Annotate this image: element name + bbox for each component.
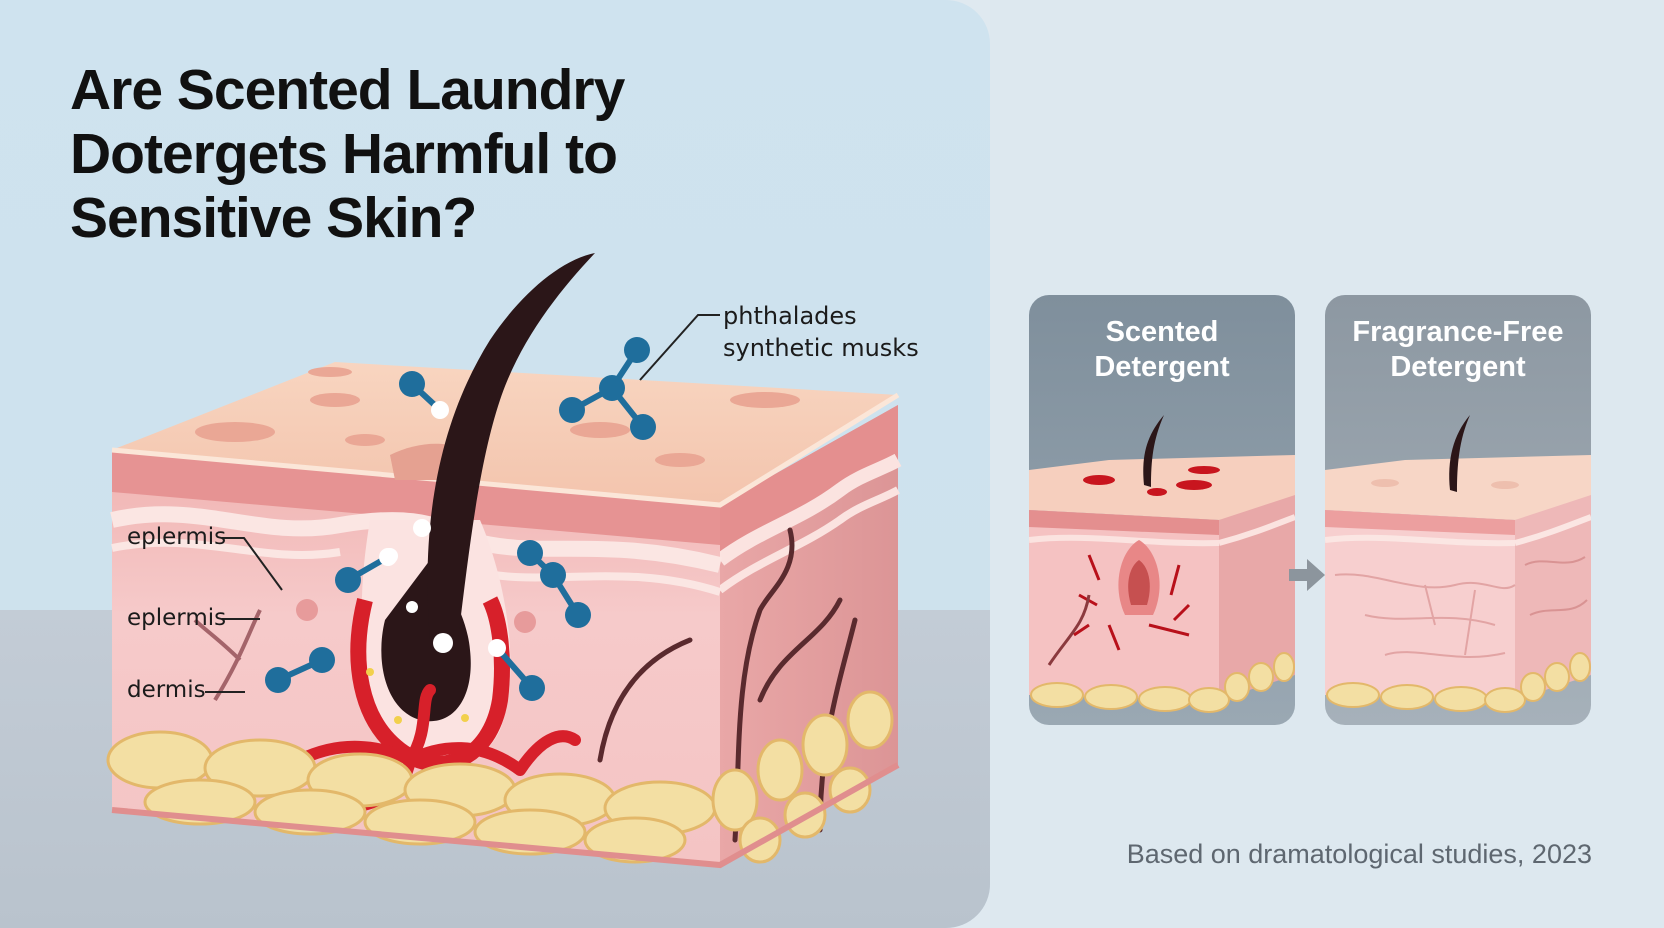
cell-spot (296, 599, 318, 621)
layer-label-epidermis-2: eplermis (127, 605, 227, 631)
hair-shaft (427, 253, 595, 640)
particle-dot (413, 519, 431, 537)
fragrance-molecule (488, 639, 545, 701)
arrow-right-icon (1289, 559, 1325, 591)
front-epidermis-band (112, 450, 720, 545)
fragrance-free-title-line-1: Fragrance-Free (1352, 316, 1564, 348)
side-epidermis-band (720, 405, 898, 560)
chemicals-leader-line (639, 314, 720, 381)
fragrance-molecule (517, 540, 591, 628)
title-line-2: Dotergets Harmful to (70, 122, 618, 186)
title-line-3: Sensitive Skin? (70, 186, 477, 250)
layer-1-leader-line (222, 537, 283, 591)
fragrance-molecule (559, 337, 656, 440)
irritated-skin-sample (1029, 415, 1295, 713)
side-wavy-layer (715, 453, 902, 566)
cell-dot (394, 716, 402, 724)
fragrance-molecule (265, 647, 335, 693)
chemicals-line-1: phthalades (723, 302, 857, 330)
skin-top-surface (112, 362, 898, 505)
pore-spot (730, 392, 800, 408)
nerve-lines-left (193, 609, 262, 702)
particle-dot (433, 633, 453, 653)
page-title: Are Scented Laundry Dotergets Harmful to… (70, 58, 750, 250)
cell-dot (461, 714, 469, 722)
pore-spot (308, 367, 352, 377)
pore-spot (195, 422, 275, 442)
fragrance-free-title-line-2: Detergent (1390, 351, 1526, 383)
bottom-edge (111, 762, 900, 869)
scented-detergent-panel: Scented Detergent (1029, 295, 1295, 725)
fragrance-molecule (335, 548, 397, 593)
pore-spot (655, 453, 705, 467)
chemicals-line-2: synthetic musks (723, 334, 919, 362)
top-edge-highlight (111, 392, 900, 508)
nerve-lines (597, 527, 858, 843)
pore-spot (310, 393, 360, 407)
scented-title-line-2: Detergent (1094, 351, 1230, 383)
pore-spot (570, 422, 630, 438)
cell-spot (514, 611, 536, 633)
source-citation: Based on dramatological studies, 2023 (1126, 839, 1592, 869)
skin-cross-section (106, 253, 902, 869)
layer-label-dermis: dermis (127, 677, 206, 703)
layer-label-epidermis-1: eplermis (127, 524, 227, 550)
scented-panel-title: Scented Detergent (1029, 315, 1295, 385)
fragrance-free-detergent-panel: Fragrance-Free Detergent (1325, 295, 1591, 725)
scented-title-line-1: Scented (1105, 316, 1219, 348)
title-line-1: Are Scented Laundry (70, 58, 625, 122)
particle-dot (406, 601, 418, 613)
side-wavy-layer-2 (717, 486, 900, 594)
fragrance-molecule (399, 371, 449, 419)
blood-vessels (294, 684, 581, 814)
pore-spot (345, 434, 385, 446)
fragrance-free-panel-title: Fragrance-Free Detergent (1325, 315, 1591, 385)
cell-dot (366, 668, 374, 676)
healthy-skin-sample (1325, 415, 1591, 713)
chemicals-callout: phthalades synthetic musks (723, 300, 919, 364)
